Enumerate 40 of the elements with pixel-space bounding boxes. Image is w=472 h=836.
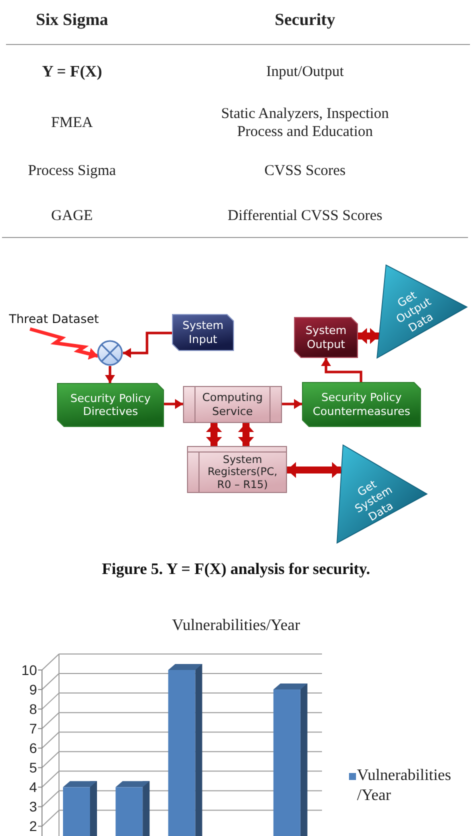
- arrow: [321, 358, 362, 382]
- axis-tick-label: 5: [29, 760, 37, 776]
- process-box: Security Policy Directives: [57, 383, 164, 427]
- text-label: Threat Dataset: [9, 312, 99, 327]
- lightning-bolt: [30, 327, 98, 360]
- double-arrow: [206, 423, 222, 446]
- caption: Figure 5. Y = F(X) analysis for security.: [102, 561, 370, 579]
- arrow: [123, 332, 172, 358]
- axis-tick-label: 10: [21, 662, 37, 678]
- double-arrow: [287, 462, 341, 478]
- arrow: [164, 399, 183, 409]
- axis-tick-label: 8: [29, 701, 37, 718]
- table-cell: Process Sigma: [28, 162, 116, 180]
- legend-label: Vulnerabilities /Year: [357, 766, 452, 806]
- double-arrow: [358, 328, 379, 344]
- process-box: System Input: [172, 314, 234, 351]
- table-cell: Differential CVSS Scores: [228, 207, 382, 225]
- chart-title: Vulnerabilities/Year: [172, 617, 300, 635]
- axis-tick-label: 6: [29, 740, 37, 756]
- summing-junction-icon: [97, 340, 123, 366]
- table-cell: FMEA: [51, 114, 93, 132]
- table-cell-text: Static Analyzers, Inspection Process and Education: [220, 105, 390, 141]
- axis-tick-label: 9: [29, 682, 37, 698]
- axis-tick-label: 3: [29, 798, 37, 815]
- process-box: Security Policy Countermeasures: [302, 382, 421, 427]
- column-header: Security: [274, 10, 336, 30]
- table-cell: CVSS Scores: [264, 162, 346, 180]
- table-cell: Y = F(X): [42, 62, 102, 82]
- process-box: System Output: [294, 317, 358, 358]
- column-header: Six Sigma: [36, 10, 108, 30]
- arrow: [105, 366, 115, 383]
- axis-tick-label: 4: [29, 779, 37, 796]
- axis-tick-label: 7: [29, 720, 37, 737]
- table-cell: GAGE: [51, 207, 93, 225]
- process-box: System Registers(PC, R0 – R15): [187, 446, 287, 493]
- double-arrow: [238, 423, 254, 446]
- process-box: Computing Service: [183, 386, 282, 423]
- arrow: [282, 399, 302, 409]
- table-cell: Input/Output: [266, 63, 344, 81]
- axis-tick-label: 2: [29, 818, 37, 834]
